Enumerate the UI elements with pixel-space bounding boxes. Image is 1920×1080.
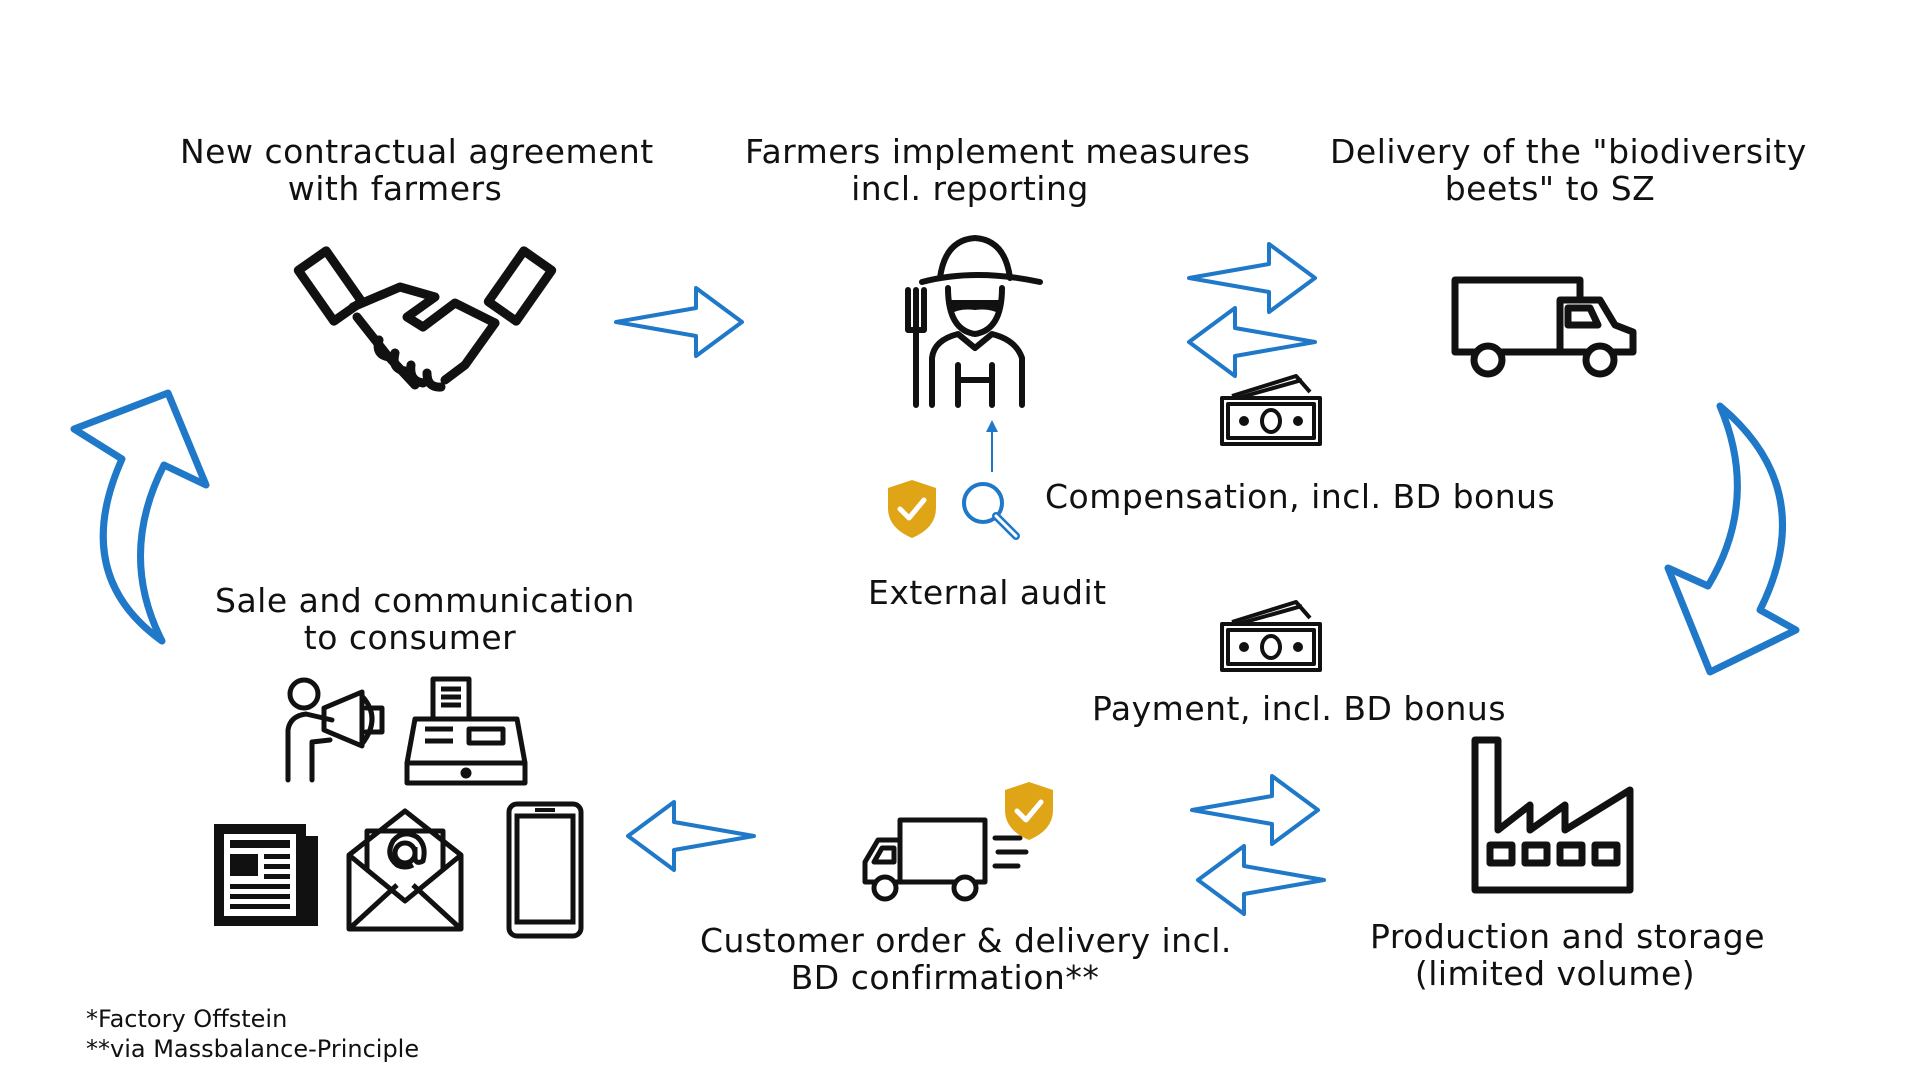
arrow-left [626, 800, 756, 872]
compensation-label: Compensation, incl. BD bonus [1045, 477, 1556, 516]
money-icon [1220, 374, 1322, 446]
arrow-left [1196, 844, 1326, 916]
footnote-factory: *Factory Offstein [86, 1005, 288, 1033]
arrow-right [1190, 774, 1320, 846]
magnifier-icon [962, 482, 1020, 540]
arrow-left [1187, 306, 1317, 378]
newspaper-icon [214, 824, 318, 926]
production-label: Production and storage(limited volume) [1370, 917, 1765, 993]
farmer-icon [905, 235, 1043, 408]
smartphone-icon [506, 801, 584, 939]
cash-register-icon [404, 676, 528, 786]
footnotes: *Factory Offstein **via Massbalance-Prin… [86, 1004, 419, 1064]
curved-arrow-up [70, 389, 210, 645]
shield-check-icon [888, 480, 936, 538]
megaphone-person-icon [285, 677, 385, 783]
delivery-van-icon [862, 817, 1029, 902]
arrow-right [614, 286, 744, 358]
email-envelope-icon [346, 808, 464, 932]
payment-label: Payment, incl. BD bonus [1092, 689, 1507, 728]
curved-arrow-down [1664, 402, 1800, 676]
external-audit-label: External audit [868, 573, 1107, 612]
audit-arrow [986, 420, 998, 472]
customer-order-label: Customer order & delivery incl.BD confir… [700, 921, 1232, 997]
shield-check-icon [1005, 782, 1053, 840]
arrow-right [1187, 242, 1317, 314]
money-icon [1220, 600, 1322, 672]
footnote-massbalance: **via Massbalance-Principle [86, 1035, 420, 1063]
handshake-icon [293, 246, 557, 392]
truck-icon [1451, 276, 1637, 378]
factory-icon [1471, 736, 1634, 894]
